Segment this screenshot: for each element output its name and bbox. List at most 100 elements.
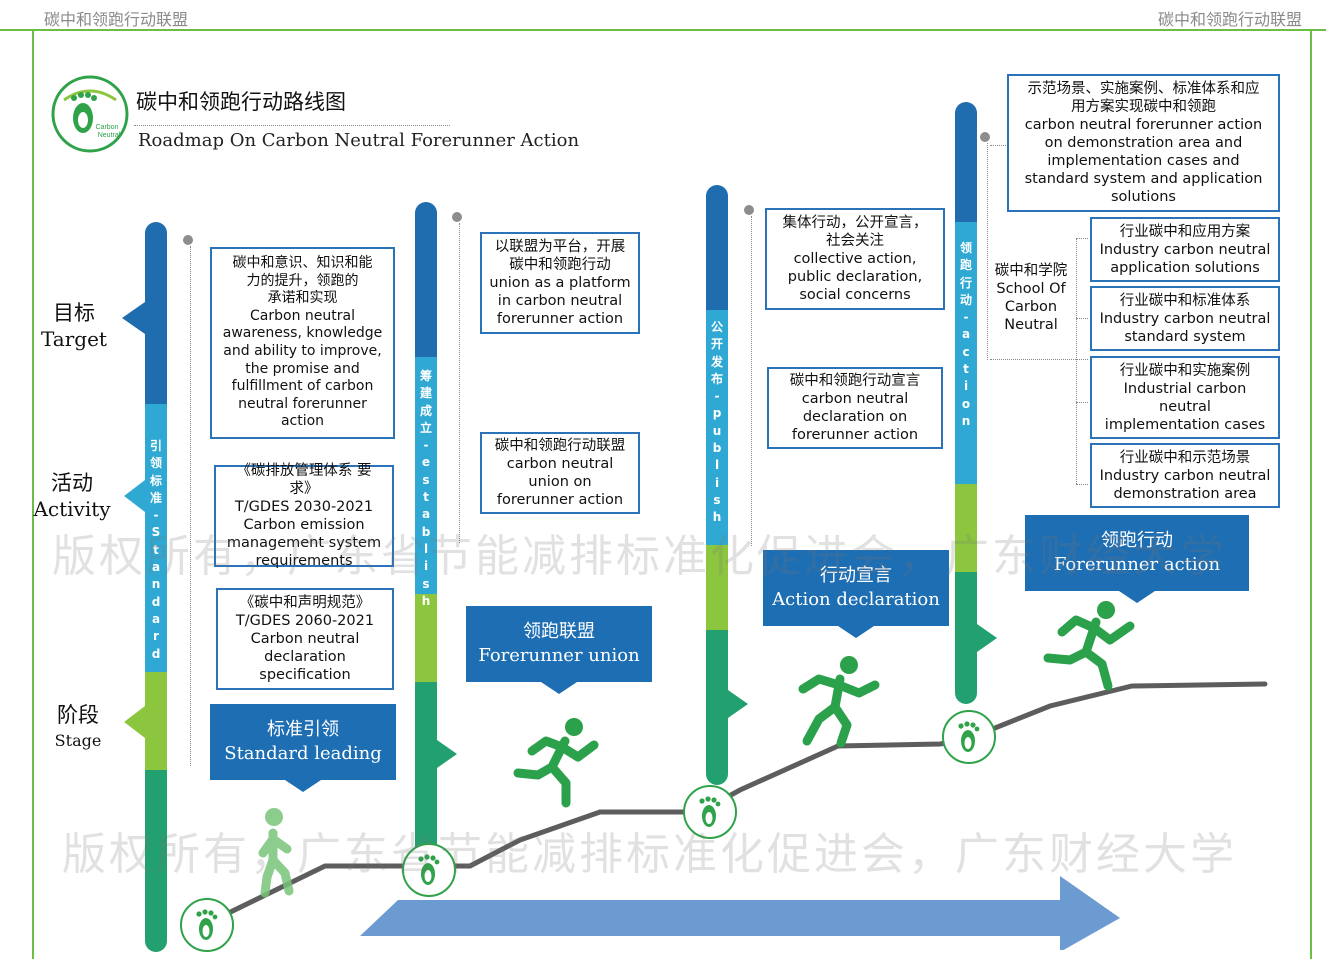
stage4-top-connector <box>990 145 1006 146</box>
bar-label-char: n <box>961 413 971 428</box>
bar-label-char: 筹 <box>419 369 432 383</box>
bar-label-char: 领 <box>149 456 162 471</box>
runner-icon <box>513 718 599 808</box>
branch-2 <box>1076 318 1088 319</box>
bar-label-char: 领 <box>959 241 972 255</box>
stage2-dotted-connector <box>459 223 460 543</box>
bar-label-char: d <box>151 594 161 609</box>
bar-label-char: a <box>961 327 971 342</box>
stage3-activity-box: 碳中和领跑行动宣言 carbon neutral declaration on … <box>767 367 943 449</box>
bar-label-char: b <box>712 441 722 456</box>
bar-label-char: i <box>963 379 969 394</box>
roadmap-title-cn: 碳中和领跑行动路线图 <box>136 90 346 114</box>
stage4-anchor-dot <box>980 132 990 142</box>
bar-label-char: h <box>712 510 722 525</box>
activity-row-pointer <box>124 480 145 512</box>
svg-text:Carbon: Carbon <box>96 124 119 131</box>
bar-label-char: s <box>713 492 721 507</box>
svg-text:Neutral: Neutral <box>98 132 121 139</box>
bar-label-char: 成 <box>419 403 432 418</box>
bar-label-char: s <box>422 472 430 487</box>
stage3-target-box: 集体行动，公开宣言， 社会关注 collective action, publi… <box>765 208 945 310</box>
bar-label-char: p <box>712 406 722 421</box>
branch-1 <box>1076 238 1088 239</box>
stage1-target-box: 碳中和意识、知识和能 力的提升，领跑的 承诺和实现 Carbon neutral… <box>210 247 395 439</box>
bar-label-char: t <box>423 490 429 505</box>
bar-label-char: t <box>153 542 159 557</box>
footprint-icon <box>942 710 996 764</box>
frame-right-line <box>1310 29 1312 959</box>
watermark-line1: 版权所有，广东省节能减排标准化促进会，广东财经大学 <box>52 531 1227 582</box>
bar-label-char: 布 <box>710 371 723 386</box>
bar-label-char: o <box>961 396 971 411</box>
stage2-pointer <box>437 740 457 768</box>
walking-figure-icon <box>258 808 294 898</box>
stage-row-pointer <box>124 706 145 738</box>
bar-label-char: u <box>712 423 722 438</box>
stage3-anchor-dot <box>744 205 754 215</box>
bar-label-char: - <box>963 310 969 325</box>
bar-label-char: l <box>423 541 429 556</box>
title-divider <box>134 125 450 126</box>
bar-label-char: h <box>421 593 431 608</box>
frame-top-line <box>0 29 1326 31</box>
bar-label-char: a <box>421 507 431 522</box>
bar-label-char: e <box>421 455 431 470</box>
bar-label-char: S <box>151 525 161 540</box>
bar-label-char: 行 <box>959 275 972 290</box>
header-right-title: 碳中和领跑行动联盟 <box>1157 10 1302 29</box>
bar-label-char: 跑 <box>959 258 972 273</box>
bar-label-char: s <box>422 576 430 591</box>
carbon-neutral-logo: Carbon Neutral <box>50 74 130 154</box>
bar-label-char: a <box>151 560 161 575</box>
bar-label-char: - <box>714 389 720 404</box>
bar-label-char: l <box>714 458 720 473</box>
stage3-pointer <box>728 690 748 718</box>
bar-label-char: 公 <box>710 320 723 334</box>
stage1-dotted-connector <box>190 246 191 766</box>
stage4-dotted-connector <box>987 143 988 360</box>
stage4-branch-spine <box>1076 238 1077 484</box>
bar-label-char: r <box>153 629 159 644</box>
bar-label-char: 发 <box>710 354 723 369</box>
stage3-dotted-connector <box>751 216 752 546</box>
industry-implementation-cases-box: 行业碳中和实施案例 Industrial carbon neutral impl… <box>1090 356 1280 439</box>
runner-icon <box>1043 601 1135 691</box>
stage2-activity-box: 碳中和领跑行动联盟 carbon neutral union on foreru… <box>480 432 640 514</box>
header-left-title: 碳中和领跑行动联盟 <box>44 10 189 29</box>
bar-label-char: - <box>423 438 429 453</box>
stage4-school-connector <box>990 359 1088 360</box>
bar-label-char: 开 <box>710 337 723 352</box>
footprint-icon <box>180 898 234 952</box>
bar-label-char: i <box>714 475 720 490</box>
bar-label-char: b <box>421 524 431 539</box>
branch-3 <box>1076 402 1088 403</box>
bar-label-char: 动 <box>959 292 972 307</box>
runner-icon <box>798 656 880 748</box>
industry-demonstration-area-box: 行业碳中和示范场景 Industry carbon neutral demons… <box>1090 443 1280 508</box>
industry-standard-system-box: 行业碳中和标准体系 Industry carbon neutral standa… <box>1090 286 1280 351</box>
footprint-icon <box>683 785 737 839</box>
stage1-activity-box-standard-2030: 《碳排放管理体系 要求》 T/GDES 2030-2021 Carbon emi… <box>214 463 394 569</box>
footprint-icon <box>402 843 456 897</box>
bar-label-char: - <box>153 508 159 523</box>
bar-label-char: d <box>151 646 161 661</box>
frame-left-line <box>32 29 34 959</box>
bar-label-char: 标 <box>149 473 162 488</box>
target-row-pointer <box>122 302 145 334</box>
school-of-carbon-neutral-label: 碳中和学院 School Of Carbon Neutral <box>994 263 1068 333</box>
bar-label-char: 准 <box>149 490 162 505</box>
bar-label-char: 引 <box>149 439 162 453</box>
